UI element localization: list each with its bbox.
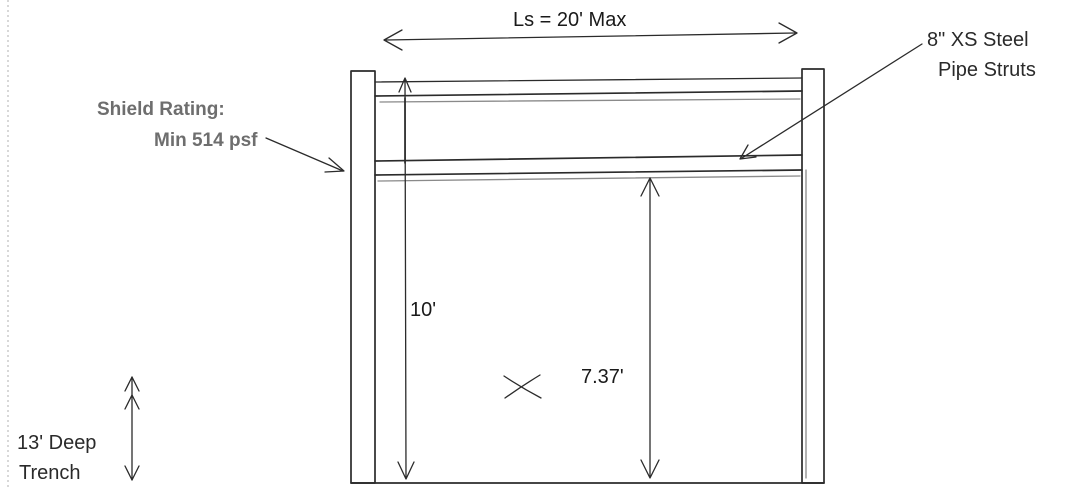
span-dimension-arrow [383,22,798,51]
shield-rating-label-line2: Min 514 psf [154,130,258,151]
trench-label-line1: 13' Deep [17,432,96,454]
x-mark [503,374,542,399]
shield-rating-label-line1: Shield Rating: [97,99,225,120]
shield-left-panel [350,70,376,484]
struts-label-line2: Pipe Struts [938,59,1036,81]
struts-label-line1: 8" XS Steel [927,29,1029,51]
dim-737-label: 7.37' [581,366,624,388]
dim-10-label: 10' [410,299,436,321]
struts-leader-arrow [739,43,923,160]
dim-10-arrow [397,77,415,480]
shield-rating-leader-arrow [265,137,345,173]
trench-label-line2: Trench [19,462,81,484]
shield-right-panel [801,68,825,484]
lower-strut [374,154,803,182]
upper-strut [374,77,803,103]
span-label: Ls = 20' Max [513,9,626,31]
dim-737-arrow [640,177,660,479]
trench-depth-arrows [124,376,140,481]
